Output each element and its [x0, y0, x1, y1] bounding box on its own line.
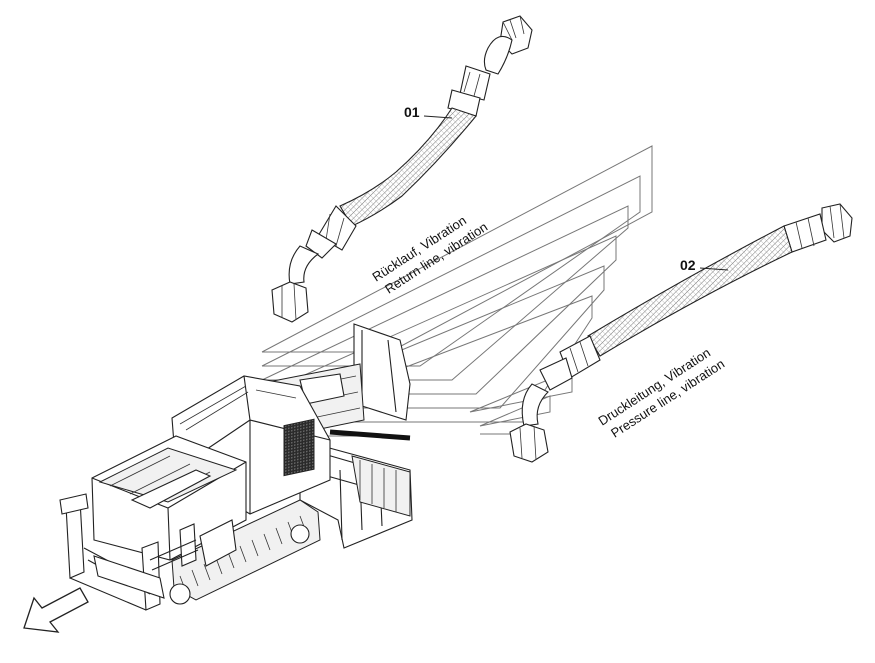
direction-arrow: [23, 587, 89, 633]
callout-02: 02: [680, 257, 729, 273]
hose-02-pressure-line: [509, 203, 853, 463]
label-02: Druckleitung, Vibration Pressure line, v…: [595, 345, 727, 441]
paver-machine: [59, 323, 413, 611]
label-01: Rücklauf, Vibration Return line, vibrati…: [369, 213, 490, 297]
hose-02-bottom-fitting: [509, 335, 601, 463]
hose-01-bottom-fitting: [271, 205, 357, 323]
hose-route-indicator: [261, 145, 653, 441]
part-number-01: 01: [404, 104, 420, 120]
hose-01-return-line: [271, 15, 533, 323]
callout-01: 01: [404, 104, 453, 120]
part-number-02: 02: [680, 257, 696, 273]
hose-02-top-fitting: [783, 203, 853, 253]
hose-01-top-fitting: [447, 15, 533, 117]
